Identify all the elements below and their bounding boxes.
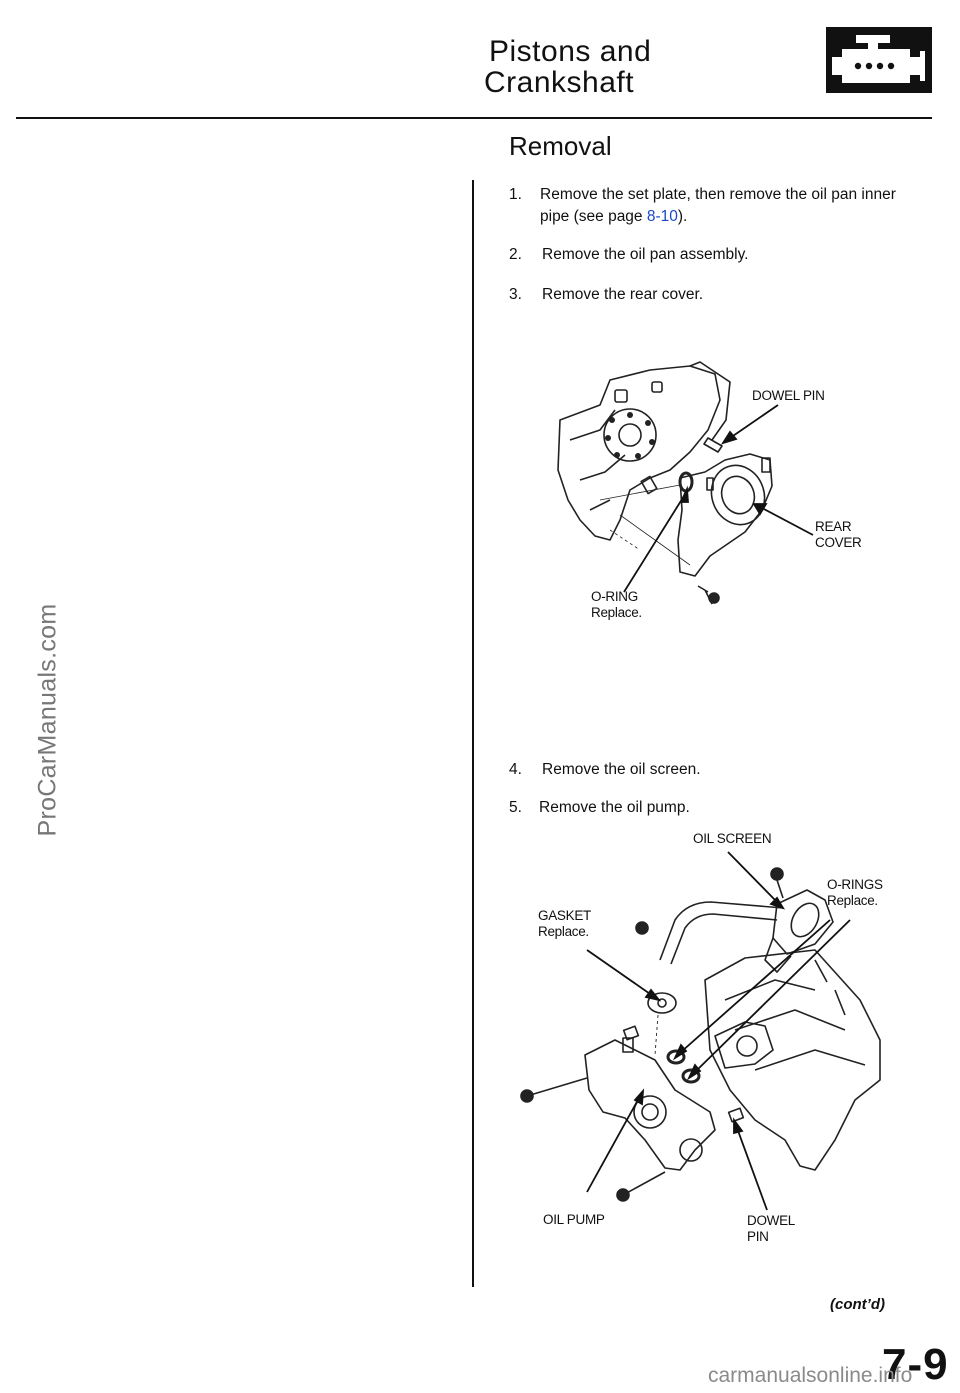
- label-o-rings-1: O-RINGS: [827, 877, 883, 892]
- step-2: 2. Remove the oil pan assembly.: [509, 244, 929, 266]
- page-number: 7-9: [882, 1340, 949, 1389]
- step-1-line2: pipe (see page 8-10).: [540, 206, 929, 228]
- section-title: Removal: [509, 131, 612, 161]
- header-rule: [16, 117, 932, 119]
- step-number: 3.: [509, 286, 522, 303]
- page-title-line2: Crankshaft: [484, 66, 635, 99]
- step-3-text: Remove the rear cover.: [542, 286, 704, 303]
- step-1: 1. Remove the set plate, then remove the…: [509, 184, 929, 228]
- step-2-text: Remove the oil pan assembly.: [542, 246, 749, 263]
- step-1-line1: Remove the set plate, then remove the oi…: [540, 186, 896, 203]
- label-oil-screen: OIL SCREEN: [693, 831, 772, 846]
- step-number: 5.: [509, 799, 522, 816]
- label-o-rings-2: Replace.: [827, 893, 878, 908]
- footer-url[interactable]: carmanualsonline.info: [708, 1364, 913, 1387]
- label-gasket-1: GASKET: [538, 908, 591, 923]
- label-rear-cover-2: COVER: [815, 535, 862, 550]
- oil-pump-diagram: [520, 851, 881, 1211]
- label-dowel-pin: DOWEL PIN: [752, 388, 825, 403]
- step-5: 5. Remove the oil pump.: [509, 797, 929, 819]
- watermark: ProCarManuals.com: [33, 603, 62, 837]
- step-number: 4.: [509, 761, 522, 778]
- step-4: 4. Remove the oil screen.: [509, 759, 929, 781]
- step-1-text: pipe (see page: [540, 208, 647, 225]
- continued-note: (cont’d): [830, 1296, 885, 1313]
- label-dowel-1: DOWEL: [747, 1213, 796, 1228]
- step-5-text: Remove the oil pump.: [539, 799, 690, 816]
- page-link[interactable]: 8-10: [646, 208, 678, 225]
- label-dowel-2: PIN: [747, 1229, 769, 1244]
- label-oil-pump: OIL PUMP: [543, 1212, 605, 1227]
- step-3: 3. Remove the rear cover.: [509, 284, 929, 306]
- label-gasket-2: Replace.: [538, 924, 589, 939]
- label-rear-cover-1: REAR: [815, 519, 852, 534]
- column-divider: [472, 180, 474, 1287]
- rear-cover-diagram: [557, 361, 814, 605]
- label-o-ring-2: Replace.: [591, 605, 642, 620]
- step-number: 2.: [509, 246, 522, 263]
- label-o-ring-1: O-RING: [591, 589, 638, 604]
- page-title-line1: Pistons and: [489, 35, 652, 68]
- step-4-text: Remove the oil screen.: [542, 761, 701, 778]
- step-1-text-end: ).: [677, 208, 688, 225]
- step-number: 1.: [509, 186, 522, 203]
- engine-icon: [826, 27, 932, 93]
